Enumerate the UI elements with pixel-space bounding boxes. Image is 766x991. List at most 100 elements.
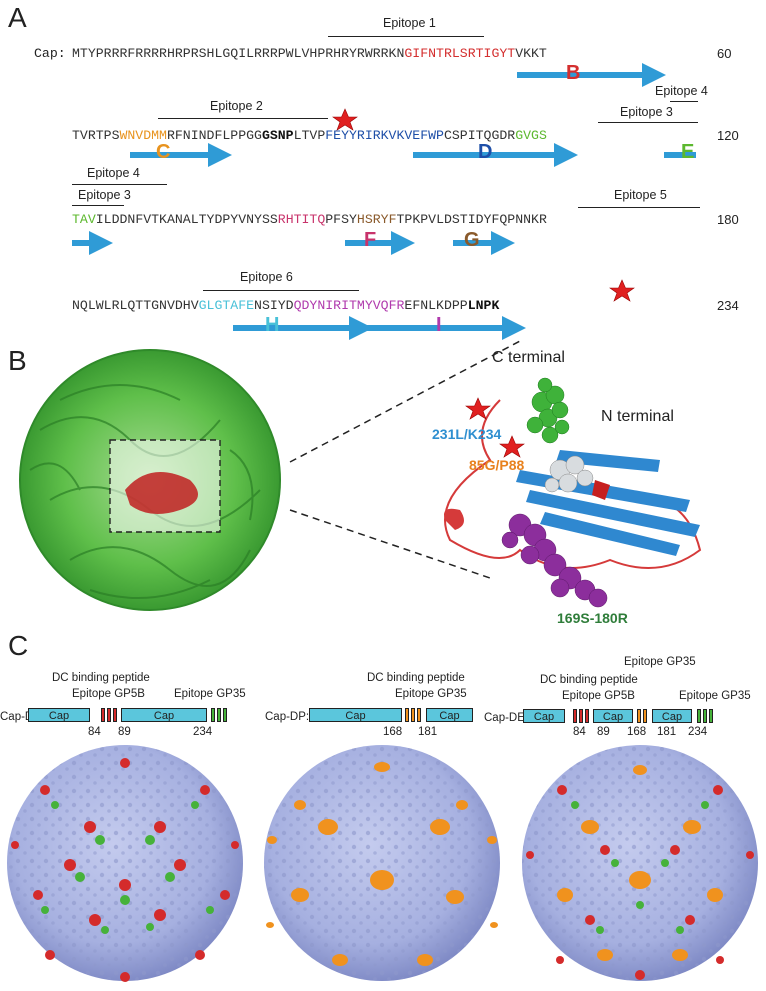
strand-letter-c: C	[156, 141, 171, 163]
epitope-line-5	[578, 207, 700, 208]
panel-label-c: C	[8, 630, 29, 661]
sequence-segment: WNVDMM	[119, 128, 167, 143]
cap-de-green-2	[703, 709, 707, 723]
cap-ds-title-dc: DC binding peptide	[52, 672, 150, 684]
cap-dp-num-181: 181	[418, 726, 438, 738]
sequence-segment: ILDDNFVTKANALTYDPYVNYSS	[95, 212, 278, 227]
cap-de-title-gp35: Epitope GP35	[679, 690, 751, 702]
cap-ds-green-1	[211, 708, 215, 722]
sequence-segment: VKKT	[515, 46, 547, 61]
cap-ds-box-2: Cap	[121, 708, 207, 722]
cap-ds-box-1: Cap	[28, 708, 90, 722]
cap-ds-title-gp5b: Epitope GP5B	[72, 688, 145, 700]
sequence-segment: EFNLKDPP	[404, 298, 468, 313]
epitope-label-6: Epitope 6	[240, 270, 293, 284]
cap-ds-green-patches	[41, 801, 214, 934]
cap-de-green-patches	[571, 801, 709, 934]
cap-de-num-89: 89	[597, 726, 610, 738]
surface-cap-dp	[264, 745, 500, 981]
cap-de-num-181: 181	[657, 726, 677, 738]
cap-label: Cap:	[34, 46, 66, 61]
cap-dp-box-2: Cap	[426, 708, 473, 722]
structure-figure	[19, 340, 702, 611]
cap-dp-orange-1	[405, 708, 409, 722]
star-icon-lnpk	[609, 279, 635, 302]
cap-dp-orange-2	[411, 708, 415, 722]
row-number-1: 60	[717, 46, 732, 61]
grey-spheres	[544, 455, 594, 493]
cap-ds-red-2	[107, 708, 111, 722]
panel-label-a: A	[8, 2, 27, 33]
strand-letter-d: D	[478, 141, 493, 163]
cap-de-name: Cap-DE:	[484, 712, 529, 724]
cap-de-orange-2	[643, 709, 647, 723]
row-number-3: 180	[717, 212, 739, 227]
cap-dp-box-1: Cap	[309, 708, 402, 722]
panel-label-b: B	[8, 345, 27, 376]
cap-ds-green-3	[223, 708, 227, 722]
mutation-label-2: 85G/P88	[469, 457, 525, 473]
sequence-segment: FEYYRIRKVKVEFWP	[325, 128, 444, 143]
cap-de-num-84: 84	[573, 726, 586, 738]
cap-de-orange-1	[637, 709, 641, 723]
sequence-segment: MTYPRRRFRRRRHRPRSHLGQILRRRPWLVHPRHRYRWRR…	[72, 46, 405, 61]
mutation-label-1: 231L/K234	[432, 426, 502, 442]
region-label: 169S-180R	[557, 610, 628, 626]
star-icon-gsnp	[332, 108, 358, 131]
sequence-segment: NQLWLRLQTTGNVDHV	[72, 298, 199, 313]
epitope-label-3b: Epitope 3	[78, 188, 131, 202]
cap-de-box-3: Cap	[652, 709, 692, 723]
epitope-line-6	[203, 290, 359, 291]
sequence-row-4: NQLWLRLQTTGNVDHVGLGTAFENSIYDQDYNIRITMYVQ…	[72, 298, 499, 313]
cap-de-red-2	[579, 709, 583, 723]
cap-ds-red-3	[113, 708, 117, 722]
epitope-spheres	[501, 513, 608, 608]
sequence-row-2: TVRTPSWNVDMMRFNINDFLPPGGGSNPLTVPFEYYRIRK…	[72, 128, 547, 143]
epitope-label-4b: Epitope 4	[87, 166, 140, 180]
cap-dp-num-168: 168	[383, 726, 403, 738]
cap-ds-num-84: 84	[88, 726, 101, 738]
strand-letter-g: G	[464, 229, 480, 251]
cap-dp-orange-patches	[266, 762, 498, 966]
cap-de-title-gp35-top: Epitope GP35	[624, 656, 696, 668]
star-icon-mut1	[465, 397, 491, 420]
capsid-strands	[29, 384, 261, 599]
cap-ds-green-2	[217, 708, 221, 722]
sequence-segment: LNPK	[467, 298, 500, 313]
sequence-segment: QDYNIRITMYVQFR	[293, 298, 405, 313]
cap-de-green-3	[709, 709, 713, 723]
cap-dp-title-dc: DC binding peptide	[367, 672, 465, 684]
strand-letter-f: F	[364, 229, 377, 251]
cap-dp-orange-3	[417, 708, 421, 722]
cap-ds-title-gp35: Epitope GP35	[174, 688, 246, 700]
cap-de-green-1	[697, 709, 701, 723]
sequence-segment: HSRYF	[356, 212, 397, 227]
epitope-label-1: Epitope 1	[383, 16, 436, 30]
strand-letter-h: H	[265, 314, 280, 336]
epitope-line-2	[158, 118, 328, 119]
c-terminal-label: C terminal	[492, 349, 565, 366]
sequence-segment: GVGS	[515, 128, 547, 143]
cap-de-red-3	[585, 709, 589, 723]
sequence-segment: RFNINDFLPPGG	[166, 128, 262, 143]
row-number-2: 120	[717, 128, 739, 143]
cap-de-num-168: 168	[627, 726, 647, 738]
c-terminal-spheres	[526, 377, 570, 444]
epitope-line-3a	[598, 122, 698, 123]
cap-dp-name: Cap-DP:	[265, 711, 310, 723]
cap-de-title-gp5b: Epitope GP5B	[562, 690, 635, 702]
epitope-label-4a: Epitope 4	[655, 84, 708, 98]
sequence-segment: LTVP	[293, 128, 326, 143]
cap-de-title-dc: DC binding peptide	[540, 674, 638, 686]
surface-cap-ds	[7, 745, 243, 982]
epitope-line-3b	[72, 205, 124, 206]
sequence-row-1: MTYPRRRFRRRRHRPRSHLGQILRRRPWLVHPRHRYRWRR…	[72, 46, 547, 61]
strand-arrows	[72, 63, 696, 340]
cap-de-num-234: 234	[688, 726, 708, 738]
epitope-label-3a: Epitope 3	[620, 105, 673, 119]
cap-de-box-1: Cap	[523, 709, 565, 723]
epitope-line-4b	[72, 184, 167, 185]
sequence-segment: RHTITQ	[277, 212, 326, 227]
cap-de-red-1	[573, 709, 577, 723]
capsid-surfaces	[7, 745, 758, 982]
